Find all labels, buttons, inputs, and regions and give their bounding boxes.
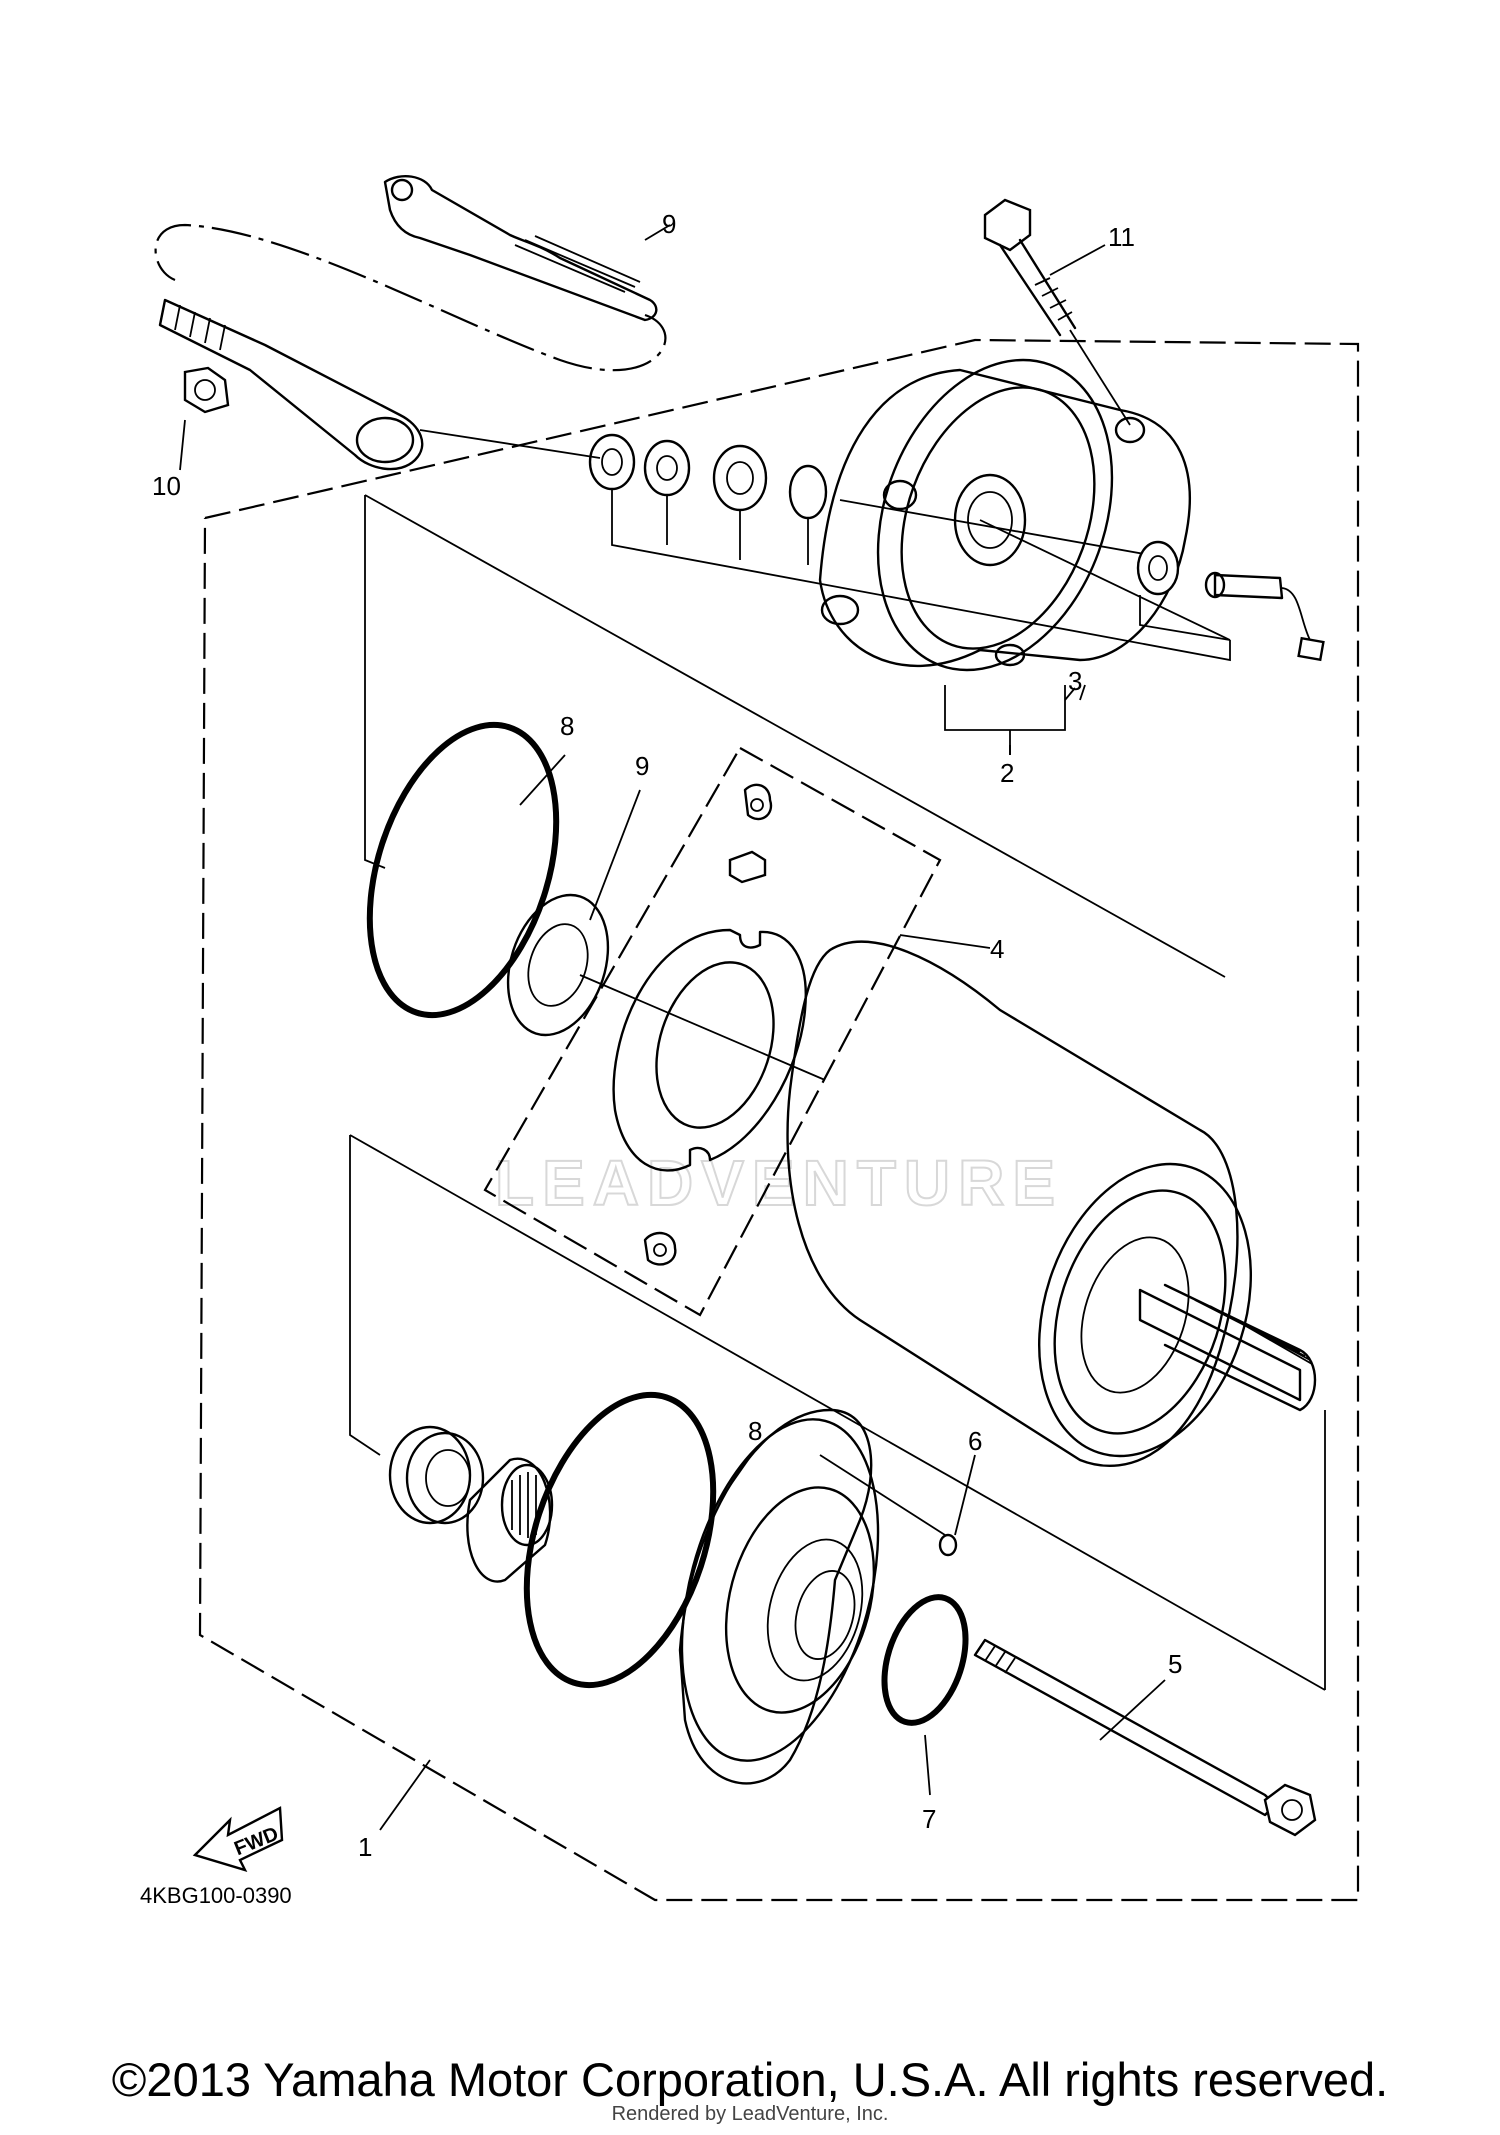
callout-2: 2 [1000,758,1014,788]
starter-cable [154,174,667,372]
through-bolt [973,1638,1317,1837]
callout-10: 9 [662,209,676,239]
watermark: LEADVENTURE [495,1147,1063,1219]
brush-block [728,850,767,884]
callout-7: 7 [922,1804,936,1834]
oil-seal [388,1425,485,1525]
terminal-bolt-right [1136,540,1325,662]
o-ring-7 [881,1594,969,1726]
callout-11: 10 [152,471,181,501]
yoke-armature [786,940,1317,1468]
bolt-12 [983,198,1131,426]
drawing-code: 4KBG100-0390 [140,1883,292,1908]
washer-set [588,433,828,520]
washer-9 [506,893,610,1037]
callout-12: 11 [1108,222,1135,252]
nut-11 [183,366,230,414]
assembly-boundary [198,338,1360,1902]
front-cover [678,1408,880,1785]
needle-bearing [466,1457,554,1583]
callout-9: 9 [635,751,649,781]
callout-8-upper: 8 [560,711,574,741]
fwd-arrow-icon: FWD [192,1806,284,1872]
brush-plate [612,928,807,1172]
callout-3: 3 [1068,666,1082,696]
brush-spring-bottom [643,1231,677,1266]
o-ring-8-lower [523,1391,717,1689]
callout-1: 1 [358,1832,372,1862]
o-ring-6 [938,1533,958,1557]
brush-holder-boundary [483,746,942,1317]
callout-5: 5 [1168,1649,1182,1679]
terminal-bolt [158,298,424,471]
callout-8-lower: 8 [748,1416,762,1446]
callout-6: 6 [968,1426,982,1456]
brush-spring-top [743,783,773,821]
o-ring-8-upper [366,721,560,1019]
callout-4: 4 [990,934,1004,964]
rendered-by-notice: Rendered by LeadVenture, Inc. [611,2103,889,2125]
copyright-notice: ©2013 Yamaha Motor Corporation, U.S.A. A… [111,2053,1389,2106]
rear-cover [818,358,1191,672]
